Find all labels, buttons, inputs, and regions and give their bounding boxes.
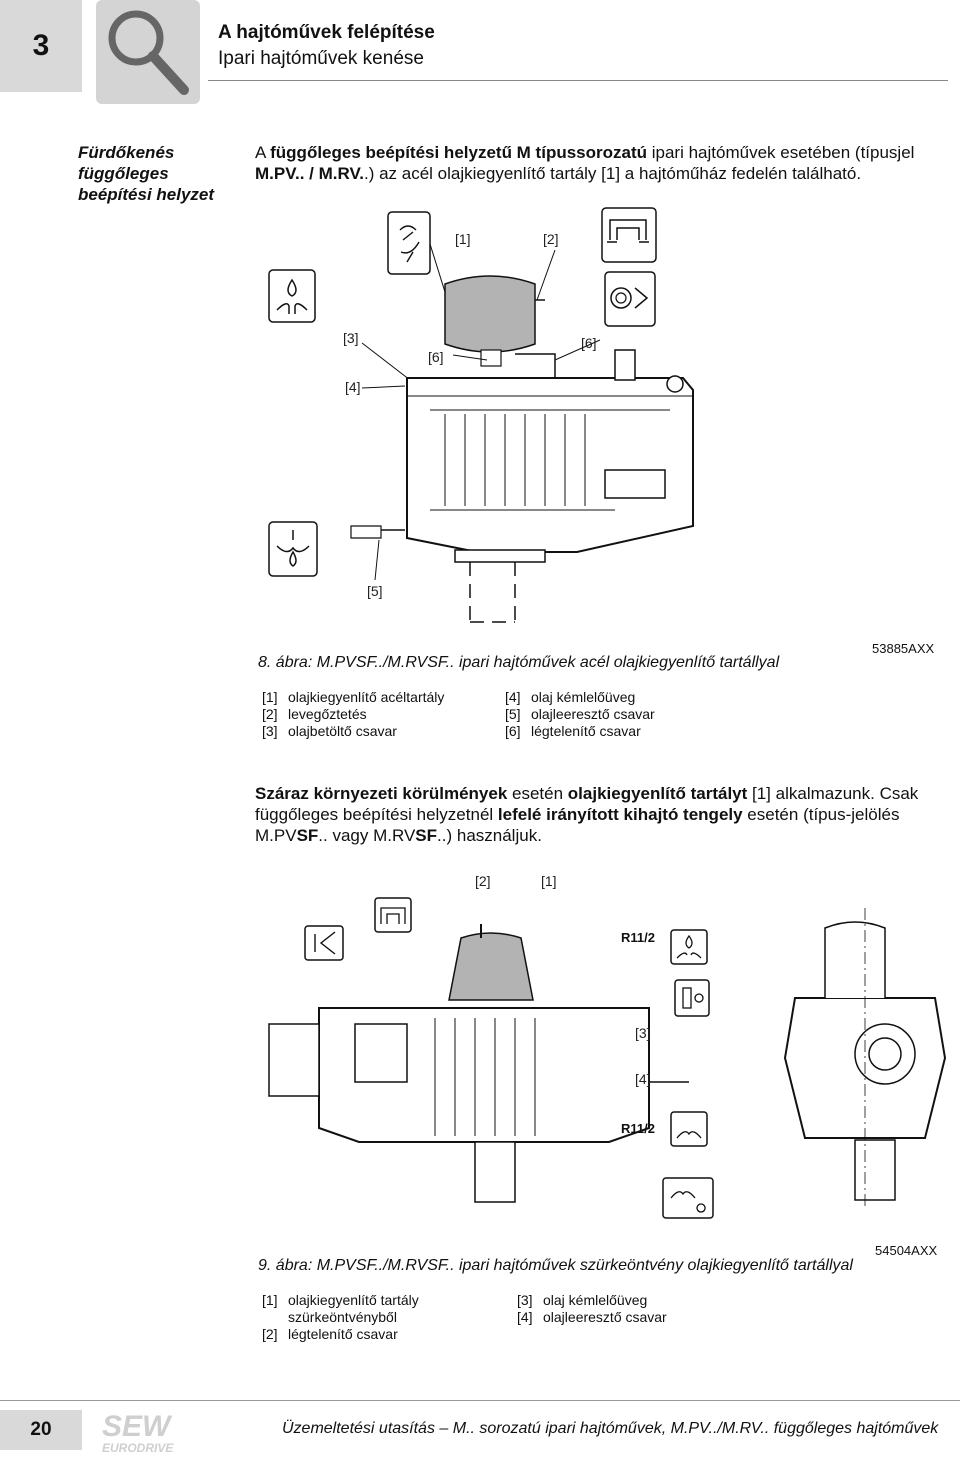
oil-fill-icon — [268, 269, 316, 323]
fig8-tag: [5] — [367, 583, 383, 599]
fig8-tag: [1] — [455, 231, 471, 247]
figure-8-legend-col1: [1]olajkiegyenlítő acéltartály [2]levegő… — [262, 689, 502, 740]
fig8-tag: [6] — [428, 349, 444, 365]
legend-item: [2]levegőztetés — [262, 706, 367, 722]
fig8-tag: [3] — [343, 330, 359, 346]
footer-divider — [0, 1400, 960, 1401]
body-paragraph: Száraz környezeti körülmények esetén ola… — [255, 784, 919, 845]
oil-expansion-tank-cast — [448, 932, 534, 1001]
vent-icon — [601, 207, 657, 263]
legend-item: [4]olaj kémlelőüveg — [505, 689, 636, 705]
legend-item: [2]légtelenítő csavar — [262, 1326, 398, 1342]
legend-item: [3]olaj kémlelőüveg — [517, 1292, 648, 1308]
legend-item: [4]olajleeresztő csavar — [517, 1309, 667, 1325]
fig9-tag: [1] — [541, 873, 557, 889]
svg-text:EURODRIVE: EURODRIVE — [102, 1441, 174, 1455]
figure-9-id: 54504AXX — [875, 1243, 938, 1258]
side-label-line: Fürdőkenés — [78, 143, 175, 162]
intro-paragraph: A függőleges beépítési helyzetű M típuss… — [255, 143, 915, 183]
legend-item: [3]olajbetöltő csavar — [262, 723, 397, 739]
figure-8-legend-col2: [4]olaj kémlelőüveg [5]olajleeresztő csa… — [505, 689, 745, 740]
breather-icon — [387, 211, 431, 275]
fig9-tag: [4] — [635, 1071, 651, 1087]
fig8-tag: [2] — [543, 231, 559, 247]
side-label-line: beépítési helyzet — [78, 185, 215, 204]
fig9-tag: R11/2 — [621, 930, 655, 945]
fig8-tag: [4] — [345, 379, 361, 395]
legend-item: [6]légtelenítő csavar — [505, 723, 641, 739]
sight-glass-icon — [304, 925, 344, 961]
chapter-number: 3 — [0, 0, 82, 92]
figure-8-caption: 8. ábra: M.PVSF../M.RVSF.. ipari hajtómű… — [258, 654, 780, 671]
figure-8-drawing: [1] [2] [3] [6] [6] [4] [5] — [268, 207, 694, 623]
header-divider — [208, 80, 948, 81]
vent-icon — [374, 897, 412, 933]
sew-logo: SEW EURODRIVE — [100, 1408, 204, 1461]
sight-glass-icon — [674, 979, 710, 1017]
fig9-tag: [2] — [475, 873, 491, 889]
legend-item: [1]olajkiegyenlítő tartály szürkeöntvény… — [262, 1292, 419, 1325]
figure-9-legend-col2: [3]olaj kémlelőüveg [4]olajleeresztő csa… — [517, 1292, 757, 1326]
legend-item: [1]olajkiegyenlítő acéltartály — [262, 689, 445, 705]
figure-9-legend-col1: [1]olajkiegyenlítő tartály szürkeöntvény… — [262, 1292, 482, 1343]
oil-drain-icon — [268, 521, 318, 577]
fig9-tag: R11/2 — [621, 1121, 655, 1136]
fig8-tag: [6] — [581, 335, 597, 351]
sight-glass-icon — [604, 271, 656, 327]
svg-text:SEW: SEW — [102, 1410, 173, 1443]
page-title: A hajtóművek felépítése — [218, 22, 435, 43]
oil-drain-icon — [670, 1111, 708, 1147]
section-side-label: Fürdőkenés függőleges beépítési helyzet — [78, 142, 214, 205]
page-subtitle: Ipari hajtóművek kenése — [218, 48, 424, 69]
legend-item: [5]olajleeresztő csavar — [505, 706, 655, 722]
page-number: 20 — [0, 1410, 82, 1450]
oil-drain-icon — [662, 1177, 714, 1219]
fig9-tag: [3] — [635, 1025, 651, 1041]
figure-8-id: 53885AXX — [872, 641, 935, 656]
footer-text: Üzemeltetési utasítás – M.. sorozatú ipa… — [282, 1420, 939, 1437]
oil-fill-icon — [670, 929, 708, 965]
gearbox-housing — [406, 377, 694, 553]
magnifier-icon — [96, 0, 200, 104]
oil-expansion-tank — [444, 275, 536, 353]
figure-9-caption: 9. ábra: M.PVSF../M.RVSF.. ipari hajtómű… — [258, 1257, 853, 1274]
side-label-line: függőleges — [78, 164, 169, 183]
figure-9-drawing: [2] [1] R11/2 [3] [4] R11/2 — [268, 873, 947, 1219]
